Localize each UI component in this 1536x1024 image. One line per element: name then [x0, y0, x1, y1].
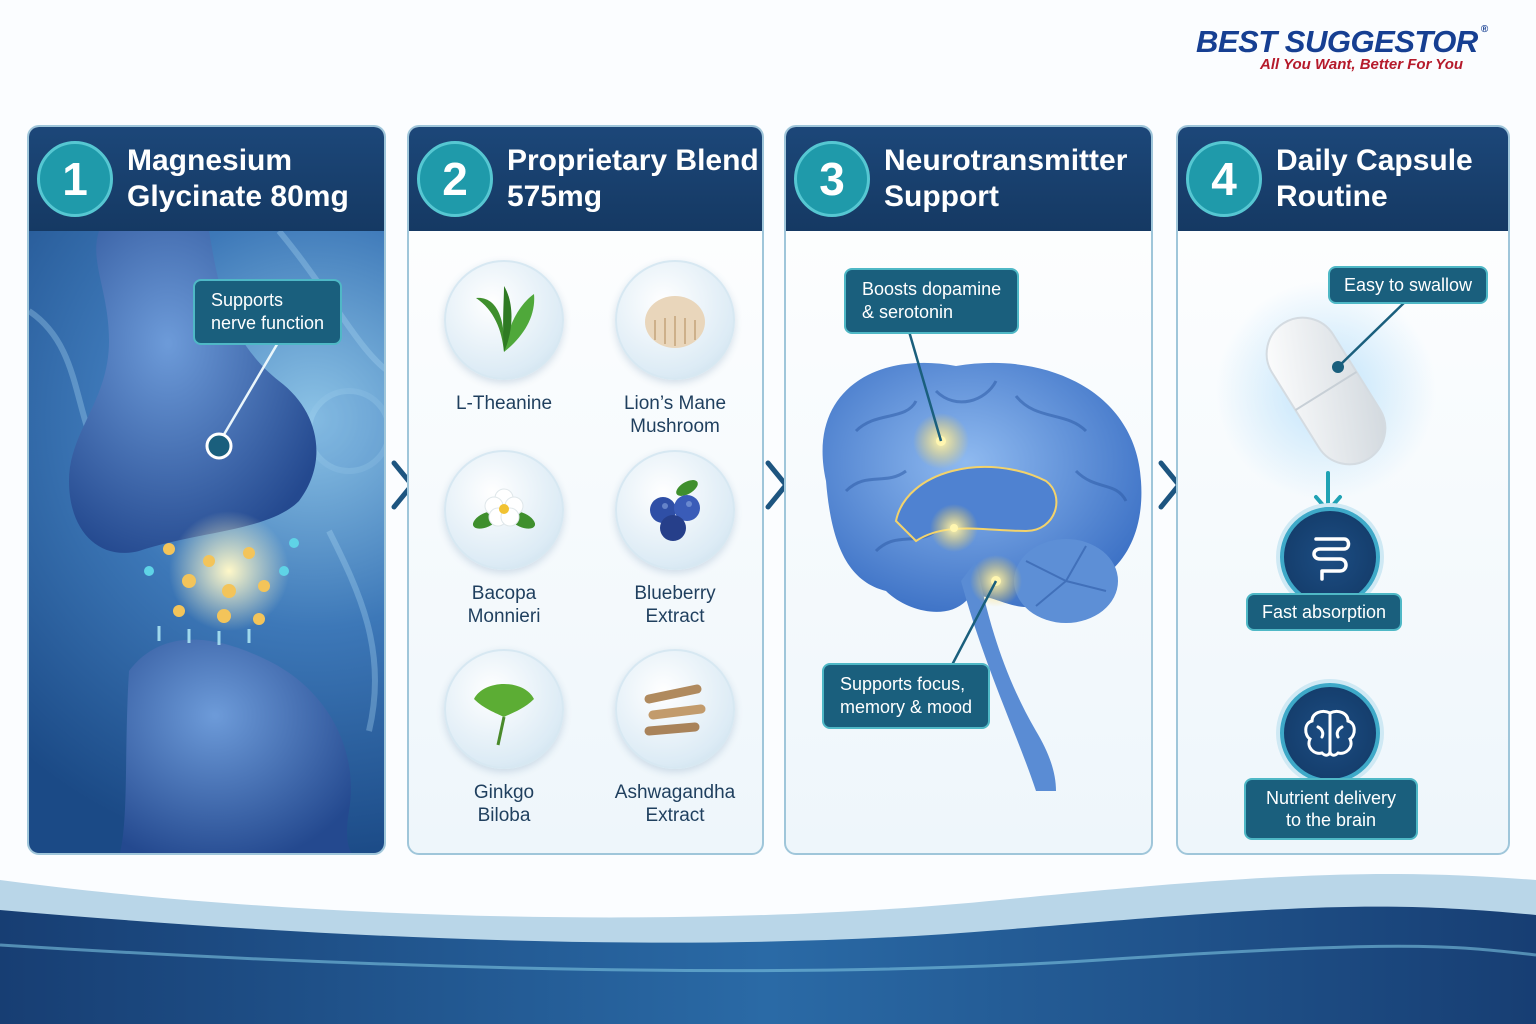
blueberry-icon — [650, 480, 700, 541]
panel-daily-capsule: 4 Daily Capsule Routine — [1176, 125, 1510, 855]
brand-name: BEST SUGGESTOR® — [1196, 24, 1488, 59]
panel-neurotransmitter: 3 Neurotransmitter Support Bo — [784, 125, 1153, 855]
label-fast-absorption: Fast absorption — [1246, 593, 1403, 631]
flower-icon — [472, 488, 536, 529]
ginkgo-leaf-icon — [474, 684, 534, 746]
ingredient-label: Ashwagandha Extract — [614, 782, 736, 826]
label-easy-to-swallow: Easy to swallow — [1328, 266, 1489, 304]
ingredient-label: Blueberry Extract — [634, 583, 716, 627]
ingredient-ginkgo: Ginkgo Biloba — [419, 649, 589, 827]
ingredient-label: L-Theanine — [455, 393, 553, 414]
panel-title: Daily Capsule Routine — [1276, 144, 1473, 213]
label-nutrient-delivery: Nutrient delivery to the brain — [1244, 778, 1419, 840]
panel-title: Magnesium Glycinate 80mg — [127, 144, 349, 213]
ingredient-blueberry: Blueberry Extract — [590, 450, 760, 628]
brand-logo: BEST SUGGESTOR® All You Want, Better For… — [1196, 24, 1516, 80]
panel-header: 3 Neurotransmitter Support — [786, 127, 1151, 231]
capsule-icon — [1265, 316, 1387, 466]
intestine-icon — [1280, 507, 1380, 607]
ingredient-label: Bacopa Monnieri — [467, 583, 541, 627]
step-number: 1 — [37, 141, 113, 217]
callout-dopamine-serotonin: Boosts dopamine & serotonin — [844, 268, 1020, 334]
panel-header: 4 Daily Capsule Routine — [1178, 127, 1508, 231]
leaf-icon — [476, 286, 535, 352]
synapse-illustration: Supports nerve function — [29, 229, 384, 853]
panel-header: 1 Magnesium Glycinate 80mg — [29, 127, 384, 231]
brain-icon — [1280, 683, 1380, 783]
ingredient-label: Lion’s Mane Mushroom — [623, 393, 727, 437]
mushroom-icon — [645, 296, 705, 348]
brand-tagline: All You Want, Better For You — [1260, 56, 1464, 73]
callout-focus-memory: Supports focus, memory & mood — [822, 663, 991, 729]
panel-title: Neurotransmitter Support — [884, 144, 1128, 213]
brain-illustration — [822, 320, 1142, 791]
step-number: 3 — [794, 141, 870, 217]
panel-title: Proprietary Blend 575mg — [507, 144, 759, 213]
ingredient-bacopa: Bacopa Monnieri — [419, 450, 589, 628]
panel-magnesium: 1 Magnesium Glycinate 80mg — [27, 125, 386, 855]
ingredient-lions-mane: Lion’s Mane Mushroom — [590, 260, 760, 438]
step-number: 4 — [1186, 141, 1262, 217]
background-wave — [0, 874, 1536, 1024]
ingredient-l-theanine: L-Theanine — [419, 260, 589, 415]
callout-nerve-function: Supports nerve function — [193, 279, 343, 345]
ingredient-ashwagandha: Ashwagandha Extract — [590, 649, 760, 827]
panel-proprietary-blend: 2 Proprietary Blend 575mg L-Theanine Li — [407, 125, 764, 855]
synapse-icon — [29, 229, 384, 853]
step-number: 2 — [417, 141, 493, 217]
ingredient-label: Ginkgo Biloba — [473, 782, 535, 826]
panel-header: 2 Proprietary Blend 575mg — [409, 127, 762, 231]
root-icon — [644, 684, 706, 736]
capsule-flow-graphic — [1216, 281, 1436, 785]
